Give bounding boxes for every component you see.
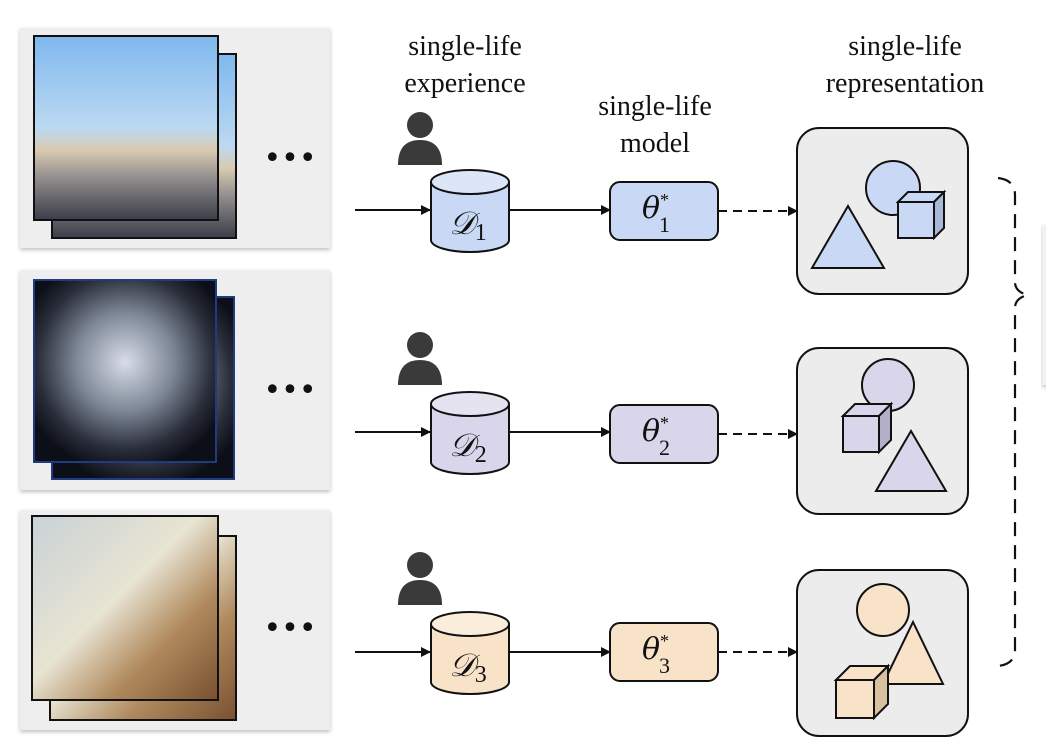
row-1: ••• 𝒟1 θ*1 <box>20 28 969 295</box>
dataset-cylinder: 𝒟3 <box>430 611 510 695</box>
label-representation-line1: single-life <box>848 31 962 62</box>
dataset-cylinder: 𝒟2 <box>430 391 510 475</box>
label-experience-line2: experience <box>404 68 525 99</box>
triangle-shape <box>881 619 945 685</box>
label-experience-line1: single-life <box>408 31 522 62</box>
more-frames-ellipsis: ••• <box>263 611 316 646</box>
cube-shape <box>895 189 947 241</box>
model-box: θ*1 <box>609 181 719 241</box>
dataset-label: 𝒟3 <box>449 646 487 688</box>
model-param-label: θ*1 <box>642 190 670 237</box>
cube-shape <box>833 663 891 721</box>
person-icon <box>398 112 442 165</box>
person-icon <box>398 332 442 385</box>
outdoor-plaza-photo <box>33 35 219 221</box>
kitchen-egocentric-photo <box>33 279 217 463</box>
person-icon <box>398 552 442 605</box>
model-box: θ*2 <box>609 404 719 464</box>
model-box: θ*3 <box>609 622 719 682</box>
grouping-brace <box>997 176 1029 668</box>
row-3: ••• 𝒟3 θ*3 <box>20 510 969 737</box>
dataset-cylinder: 𝒟1 <box>430 169 510 253</box>
row-2: ••• 𝒟2 θ*2 <box>20 270 969 515</box>
triangle-shape <box>874 429 948 492</box>
aggregate-panel-partial <box>1042 225 1046 385</box>
representation-box <box>796 127 969 295</box>
representation-box <box>796 347 969 515</box>
label-model-line2: model <box>620 128 690 159</box>
label-model-line1: single-life <box>598 91 712 122</box>
more-frames-ellipsis: ••• <box>263 141 316 176</box>
more-frames-ellipsis: ••• <box>263 373 316 408</box>
model-param-label: θ*3 <box>642 631 670 678</box>
representation-box <box>796 569 969 737</box>
circle-shape <box>856 583 910 637</box>
label-representation-line2: representation <box>826 68 985 99</box>
model-param-label: θ*2 <box>642 413 670 460</box>
cube-shape <box>840 401 894 455</box>
fridge-egocentric-photo <box>31 515 219 701</box>
triangle-shape <box>810 204 886 269</box>
